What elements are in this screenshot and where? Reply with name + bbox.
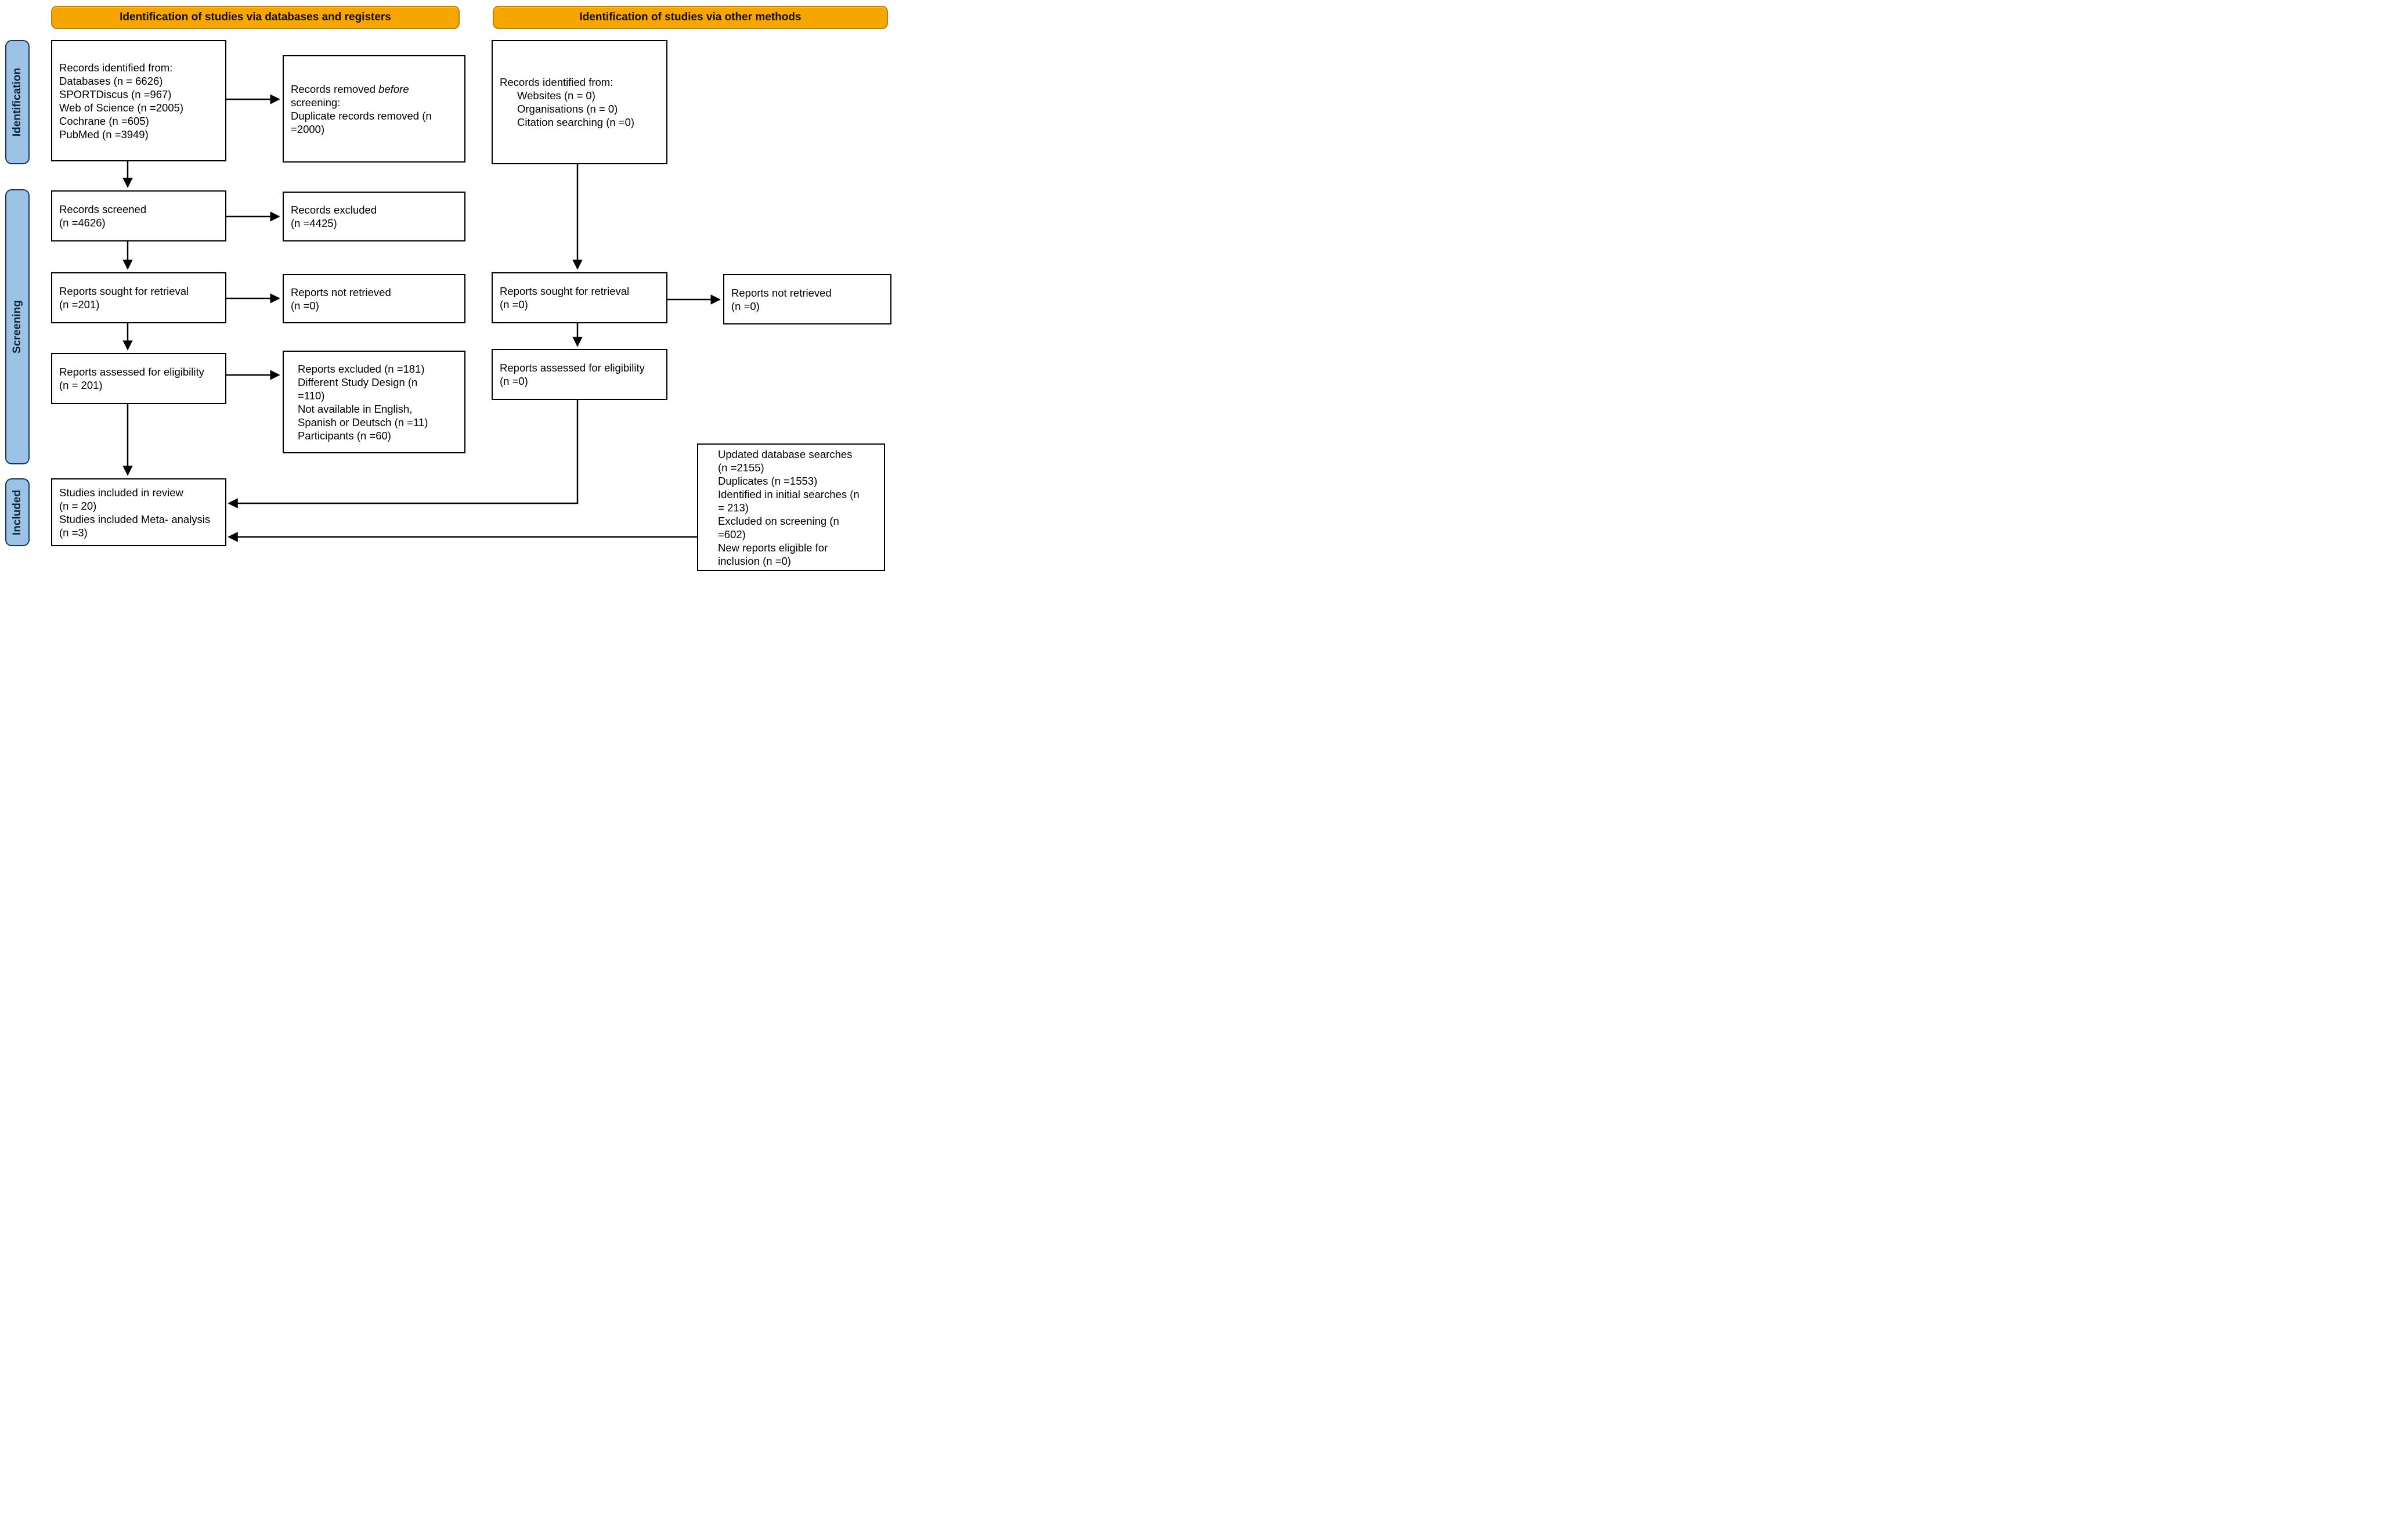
stage-identification: Identification <box>5 40 30 164</box>
box-reports-not-retrieved-other: Reports not retrieved (n =0) <box>723 274 891 324</box>
box-line: (n = 20) <box>59 499 97 512</box>
box-line: (n =3) <box>59 526 88 539</box>
box-line: = 213) <box>718 501 749 514</box>
box-line: Reports sought for retrieval <box>500 285 630 297</box>
box-line: Studies included in review <box>59 486 183 499</box>
box-line: Websites (n = 0) <box>517 89 595 102</box>
box-line: Records excluded <box>291 204 377 216</box>
box-records-removed-text: Records removed before screening: Duplic… <box>291 82 460 136</box>
box-reports-assessed-other: Reports assessed for eligibility (n =0) <box>492 349 667 400</box>
box-line: Updated database searches <box>718 448 853 460</box>
box-reports-sought-databases: Reports sought for retrieval (n =201) <box>51 272 226 323</box>
box-line: (n =4626) <box>59 217 106 229</box>
box-line: (n =0) <box>731 300 760 312</box>
box-records-identified-databases: Records identified from: Databases (n = … <box>51 40 226 161</box>
box-records-screened: Records screened (n =4626) <box>51 190 226 241</box>
box-reports-sought-other: Reports sought for retrieval (n =0) <box>492 272 667 323</box>
box-line: Participants (n =60) <box>298 429 391 442</box>
box-line: Not available in English, <box>298 402 413 415</box>
box-line: Duplicates (n =1553) <box>718 474 818 487</box>
box-line: =110) <box>298 389 325 402</box>
box-line: (n =0) <box>500 375 528 387</box>
box-line: Records identified from: <box>59 61 173 74</box>
box-studies-included: Studies included in review (n = 20) Stud… <box>51 478 226 546</box>
box-line: Reports excluded (n =181) <box>298 362 425 375</box>
box-line: Excluded on screening (n <box>718 514 839 527</box>
stage-included: Included <box>5 478 30 546</box>
banner-databases-registers: Identification of studies via databases … <box>51 6 460 29</box>
box-line: inclusion (n =0) <box>718 554 791 567</box>
box-records-removed: Records removed before screening: Duplic… <box>283 55 465 163</box>
box-reports-assessed-databases: Reports assessed for eligibility (n = 20… <box>51 353 226 404</box>
box-line: Reports not retrieved <box>291 286 391 298</box>
box-line: =602) <box>718 528 746 540</box>
records-removed-pre: Records removed <box>291 82 379 95</box>
stage-screening-label: Screening <box>11 300 23 354</box>
box-line: Studies included Meta- analysis <box>59 513 211 525</box>
box-reports-not-retrieved-databases: Reports not retrieved (n =0) <box>283 274 465 323</box>
records-removed-post: screening: Duplicate records removed (n … <box>291 96 432 135</box>
stage-identification-label: Identification <box>11 67 24 137</box>
box-line: Cochrane (n =605) <box>59 114 149 127</box>
box-line: Citation searching (n =0) <box>517 116 635 128</box>
box-line: SPORTDiscus (n =967) <box>59 88 172 100</box>
banner-databases-registers-label: Identification of studies via databases … <box>120 11 391 23</box>
banner-other-methods-label: Identification of studies via other meth… <box>579 11 802 23</box>
box-line: Records screened <box>59 203 147 215</box>
box-line: (n =2155) <box>718 461 764 474</box>
box-line: (n = 201) <box>59 379 103 391</box>
box-line: Reports not retrieved <box>731 286 832 299</box>
banner-other-methods: Identification of studies via other meth… <box>493 6 888 29</box>
records-removed-italic: before <box>378 82 409 95</box>
box-line: Records identified from: <box>500 76 613 88</box>
stage-screening: Screening <box>5 189 30 464</box>
box-line: (n =201) <box>59 298 100 311</box>
box-line: (n =0) <box>500 298 528 311</box>
box-line: Spanish or Deutsch (n =11) <box>298 416 428 428</box>
prisma-flow-diagram: Identification of studies via databases … <box>0 0 898 574</box>
box-line: Reports assessed for eligibility <box>500 362 645 374</box>
box-line: PubMed (n =3949) <box>59 128 149 140</box>
box-line: Different Study Design (n <box>298 376 418 388</box>
box-line: Reports assessed for eligibility <box>59 366 204 378</box>
box-line: (n =4425) <box>291 217 337 229</box>
box-line: Organisations (n = 0) <box>517 103 618 115</box>
box-records-excluded: Records excluded (n =4425) <box>283 192 465 241</box>
box-line: Identified in initial searches (n <box>718 488 860 500</box>
box-updated-searches: Updated database searches (n =2155) Dupl… <box>697 443 885 571</box>
box-reports-excluded: Reports excluded (n =181) Different Stud… <box>283 351 465 453</box>
box-line: Web of Science (n =2005) <box>59 101 184 114</box>
box-line: Databases (n = 6626) <box>59 74 163 87</box>
box-line: New reports eligible for <box>718 541 828 554</box>
box-line: Reports sought for retrieval <box>59 285 189 297</box>
box-records-identified-other: Records identified from: Websites (n = 0… <box>492 40 667 164</box>
box-line: (n =0) <box>291 299 319 312</box>
stage-included-label: Included <box>11 489 23 535</box>
